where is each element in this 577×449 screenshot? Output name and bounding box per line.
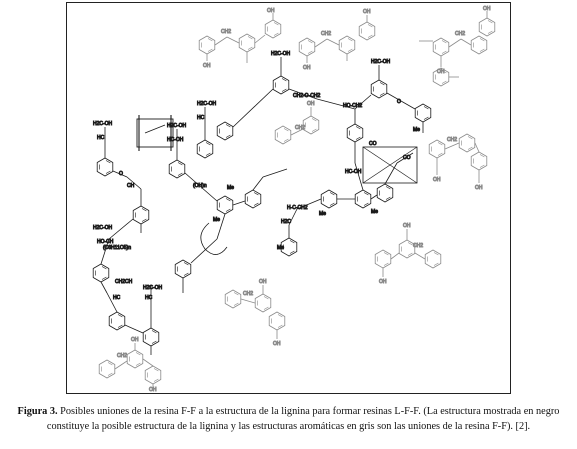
svg-text:HO-CH: HO-CH — [97, 239, 114, 245]
svg-text:CH2CH: CH2CH — [115, 279, 133, 285]
svg-text:OH: OH — [303, 65, 311, 71]
svg-text:CH2: CH2 — [447, 137, 457, 143]
svg-text:Me: Me — [277, 245, 284, 251]
svg-text:OH: OH — [379, 279, 387, 285]
svg-text:HC-OH: HC-OH — [345, 169, 362, 175]
svg-text:Me: Me — [413, 127, 420, 133]
caption-label: Figura 3. — [17, 406, 58, 417]
figure-caption: Figura 3. Posibles uniones de la resina … — [4, 404, 573, 434]
svg-text:CH2: CH2 — [117, 353, 127, 359]
svg-text:OH: OH — [437, 69, 445, 75]
svg-text:Me: Me — [227, 185, 234, 191]
svg-text:H2C-OH: H2C-OH — [93, 225, 113, 231]
svg-text:HC: HC — [197, 115, 205, 121]
svg-text:OH: OH — [403, 223, 411, 229]
svg-text:CH2: CH2 — [413, 243, 423, 249]
svg-text:O: O — [119, 171, 123, 177]
svg-text:CH2: CH2 — [455, 31, 465, 37]
svg-text:CO: CO — [369, 141, 377, 147]
svg-text:HO-CH2: HO-CH2 — [343, 103, 362, 109]
svg-text:CH2: CH2 — [295, 125, 305, 131]
svg-text:CH2: CH2 — [221, 29, 231, 35]
svg-text:H2C-OH: H2C-OH — [93, 121, 113, 127]
svg-text:HC: HC — [97, 135, 105, 141]
svg-text:H2C-OH: H2C-OH — [271, 51, 291, 57]
svg-text:OH: OH — [149, 387, 157, 393]
figure-frame: OH OH CH2 OH OH CH2 OH OH CH2 OH CH2 OH … — [66, 2, 511, 394]
svg-text:OH: OH — [259, 279, 267, 285]
svg-text:(C6H11O5)n: (C6H11O5)n — [103, 245, 131, 251]
svg-text:OH: OH — [475, 185, 483, 191]
svg-text:CH: CH — [127, 183, 135, 189]
svg-text:OH: OH — [203, 63, 211, 69]
svg-text:CH2-O-CH2: CH2-O-CH2 — [293, 93, 320, 99]
svg-text:OH: OH — [433, 177, 441, 183]
svg-text:H2C-OH: H2C-OH — [143, 285, 163, 291]
svg-text:OH: OH — [273, 341, 281, 347]
svg-text:HC: HC — [113, 295, 121, 301]
lignin-structure: H2C-OH HC O CH H2C-OH HO-CH (C6H11O5)n C… — [93, 51, 432, 355]
svg-text:Me: Me — [319, 211, 326, 217]
svg-text:OH: OH — [363, 9, 371, 15]
svg-text:HC: HC — [145, 295, 153, 301]
svg-text:O: O — [397, 99, 401, 105]
resin-structures: OH OH CH2 OH OH CH2 OH OH CH2 OH CH2 OH … — [98, 6, 496, 393]
svg-text:OH: OH — [267, 8, 275, 14]
svg-text:OH: OH — [307, 101, 315, 107]
svg-text:HC-OH: HC-OH — [167, 137, 184, 143]
svg-text:CH2: CH2 — [243, 291, 253, 297]
svg-text:CH2: CH2 — [321, 31, 331, 37]
svg-text:H2C-OH: H2C-OH — [167, 123, 187, 129]
svg-text:H-C-CH2: H-C-CH2 — [287, 205, 308, 211]
svg-text:(OH)n: (OH)n — [193, 183, 207, 189]
svg-text:OH: OH — [483, 6, 491, 12]
svg-text:H2C: H2C — [281, 219, 291, 225]
svg-text:CO: CO — [403, 155, 411, 161]
svg-text:OH: OH — [131, 337, 139, 343]
svg-text:Me: Me — [371, 209, 378, 215]
svg-text:Me: Me — [213, 217, 220, 223]
svg-text:H2C-OH: H2C-OH — [371, 59, 391, 65]
lignin-resin-structure-diagram: OH OH CH2 OH OH CH2 OH OH CH2 OH CH2 OH … — [93, 6, 496, 393]
caption-text: Posibles uniones de la resina F-F a la e… — [46, 406, 560, 432]
svg-text:H2C-OH: H2C-OH — [197, 101, 217, 107]
